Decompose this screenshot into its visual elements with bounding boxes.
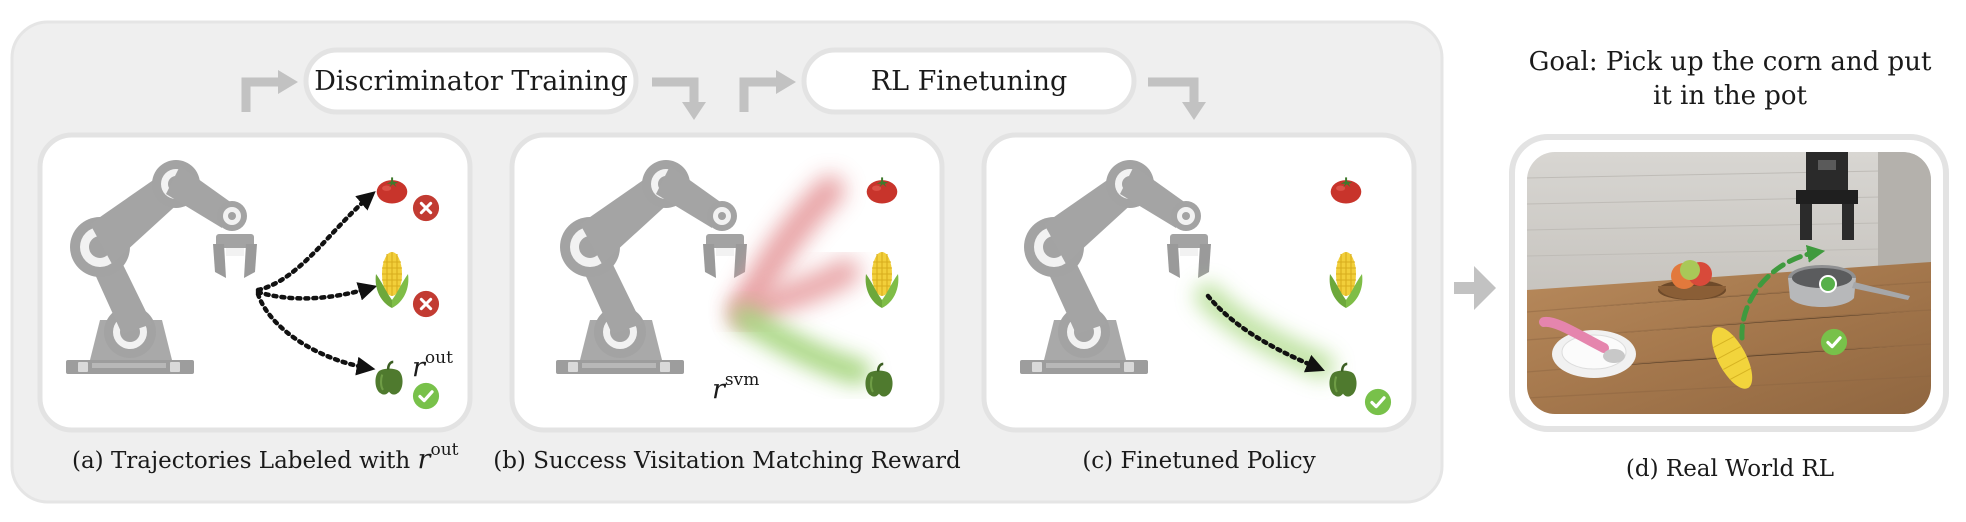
success-check-icon <box>413 383 439 409</box>
success-check-icon <box>1365 389 1391 415</box>
fail-x-icon <box>413 291 439 317</box>
to-real-world-arrow <box>1454 266 1496 310</box>
disc-training-label: Discriminator Training <box>314 66 627 97</box>
rl-finetuning-label: RL Finetuning <box>871 66 1068 97</box>
goal-line-1: Goal: Pick up the corn and put <box>1529 47 1932 77</box>
goal-line-2: it in the pot <box>1653 81 1807 111</box>
fail-x-icon <box>413 195 439 221</box>
real-world-photo <box>1527 152 1931 414</box>
caption-b: (b) Success Visitation Matching Reward <box>493 448 961 474</box>
caption-c: (c) Finetuned Policy <box>1082 448 1315 474</box>
caption-d: (d) Real World RL <box>1626 456 1834 482</box>
